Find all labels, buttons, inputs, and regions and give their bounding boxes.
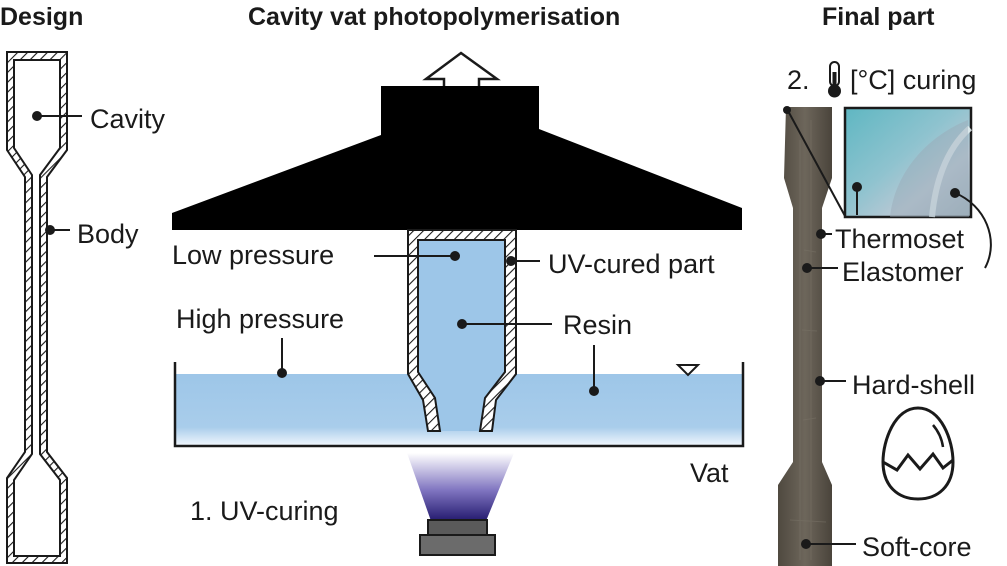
resin-vat-marker (589, 386, 599, 396)
final-part-photo (778, 107, 832, 566)
cavity-label: Cavity (90, 104, 166, 134)
low-pressure-label: Low pressure (172, 240, 334, 270)
uv-light-source-icon (407, 453, 514, 556)
hard-shell-label: Hard-shell (852, 370, 975, 400)
vat-container (173, 362, 745, 448)
thermoset-label: Thermoset (835, 224, 965, 254)
cracked-egg-icon (881, 406, 955, 501)
level-triangle-icon (675, 364, 701, 377)
inset-elastomer-leader (954, 192, 992, 269)
design-dogbone (6, 51, 68, 564)
curing-step-label: 2. (787, 65, 810, 95)
design-title: Design (0, 3, 83, 31)
elastomer-label: Elastomer (842, 257, 964, 287)
uv-cured-part-walls (407, 229, 517, 432)
uv-beam (407, 453, 514, 521)
final-part-title: Final part (822, 3, 935, 31)
inset-shell-band (929, 125, 973, 218)
resin-label: Resin (563, 310, 632, 340)
thermometer-icon (828, 61, 841, 98)
dogbone-shell (6, 51, 68, 564)
curing-text-label: [°C] curing (850, 65, 976, 95)
inset-zoom-line (786, 108, 846, 217)
inset-core-region (890, 120, 969, 217)
high-pressure-marker (277, 368, 287, 378)
low-pressure-marker (450, 251, 460, 261)
zoom-inset (843, 106, 973, 219)
uv-curing-label: 1. UV-curing (190, 496, 339, 526)
inset-origin-marker (783, 106, 791, 114)
high-pressure-label: High pressure (176, 304, 344, 334)
final-part-texture (789, 120, 827, 560)
vat-label: Vat (690, 458, 729, 488)
process-title: Cavity vat photopolymerisation (248, 3, 620, 31)
build-platform (172, 86, 742, 230)
uv-lamp-base (419, 534, 496, 556)
soft-core-label: Soft-core (862, 532, 972, 562)
uv-cured-part-label: UV-cured part (548, 249, 715, 279)
body-label: Body (77, 219, 139, 249)
cavity-resin (418, 240, 505, 431)
